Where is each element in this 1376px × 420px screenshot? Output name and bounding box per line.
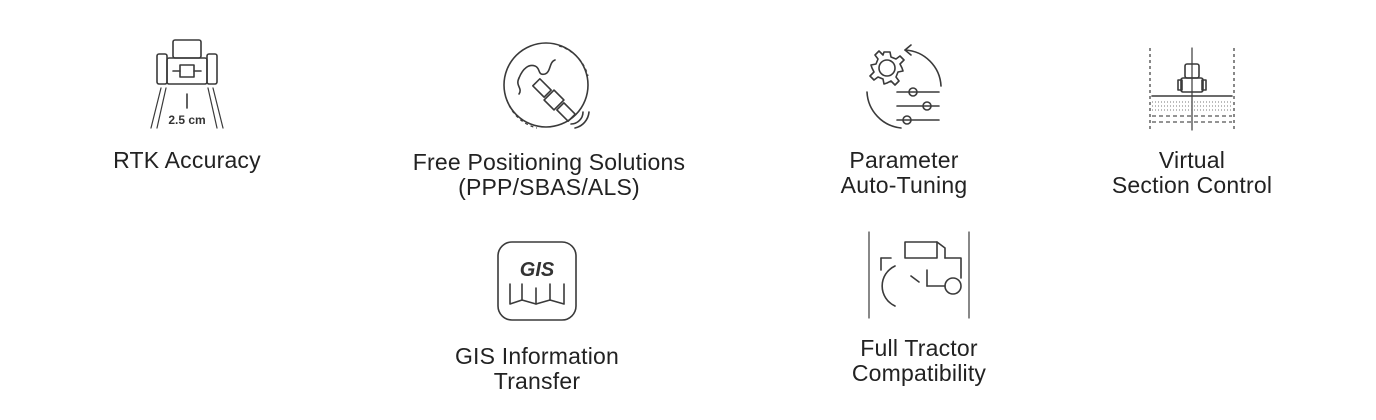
- feature-parameter-auto-tuning: Parameter Auto-Tuning: [814, 42, 994, 198]
- feature-label-line: Full Tractor: [860, 335, 978, 361]
- tractor-side-icon: [868, 231, 970, 319]
- feature-label-line: Compatibility: [851, 360, 987, 386]
- gear-sliders-icon: [866, 44, 942, 129]
- accuracy-value-text: 2.5 cm: [168, 113, 205, 127]
- feature-label-line: RTK Accuracy: [113, 147, 261, 173]
- feature-gis-information-transfer: GIS GIS Information Transfer: [427, 240, 647, 394]
- gis-map-icon: GIS: [497, 241, 577, 321]
- gis-icon-text: GIS: [520, 259, 555, 281]
- feature-label-line: (PPP/SBAS/ALS): [458, 174, 640, 200]
- tractor-rear-icon: 2.5 cm: [150, 39, 224, 129]
- feature-label-line: GIS Information: [454, 343, 620, 369]
- field-tractor-icon: [1149, 47, 1235, 131]
- globe-satellite-icon: [503, 42, 590, 129]
- feature-label-line: Parameter: [849, 147, 959, 173]
- feature-rtk-accuracy: 2.5 cm RTK Accuracy: [97, 36, 277, 173]
- feature-label-line: Free Positioning Solutions: [412, 149, 686, 175]
- feature-label-line: Transfer: [493, 368, 581, 394]
- feature-free-positioning: Free Positioning Solutions (PPP/SBAS/ALS…: [379, 38, 719, 200]
- feature-label-line: Auto-Tuning: [840, 172, 968, 198]
- feature-full-tractor-compatibility: Full Tractor Compatibility: [819, 228, 1019, 386]
- feature-virtual-section-control: Virtual Section Control: [1092, 46, 1292, 198]
- feature-label-line: Section Control: [1111, 172, 1273, 198]
- feature-label-line: Virtual: [1158, 147, 1226, 173]
